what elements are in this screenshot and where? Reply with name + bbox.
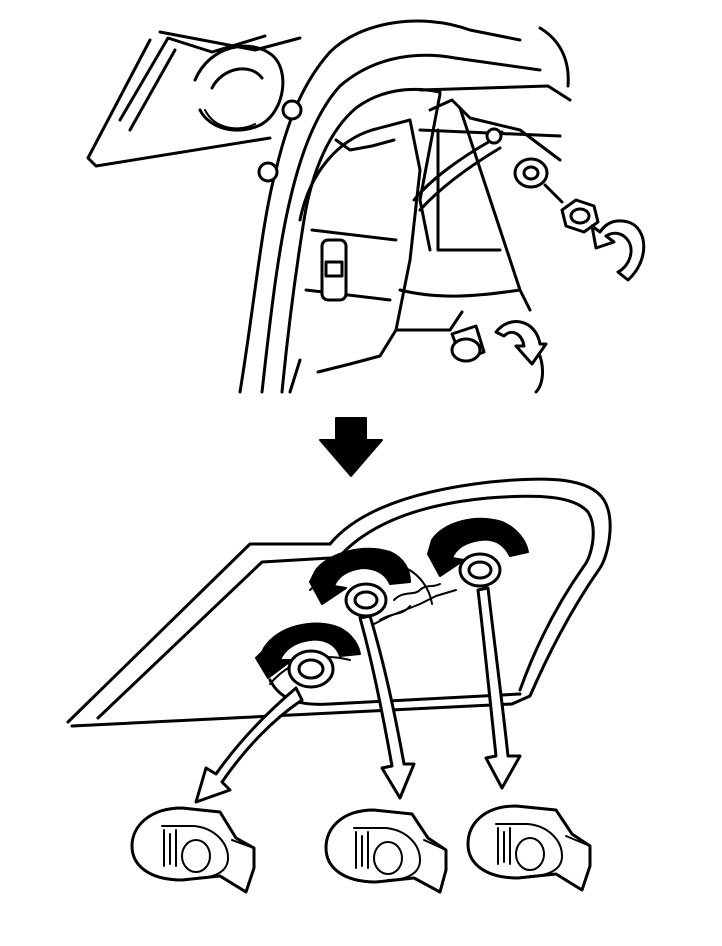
upper-nut-1 <box>513 157 600 234</box>
rotate-arrow-icon <box>427 517 529 577</box>
lower-view-rear-lamp <box>66 477 612 728</box>
rotate-arrow-icon <box>590 219 646 282</box>
bulb-2 <box>324 808 448 894</box>
bulb-socket-2 <box>344 582 388 618</box>
quarter-panel <box>238 19 572 394</box>
upper-nut-2 <box>450 324 486 363</box>
bulb-1 <box>130 806 256 894</box>
removal-arrow-icon <box>476 586 522 790</box>
removal-arrow-icon <box>358 614 416 800</box>
bulb-socket-1 <box>287 649 335 689</box>
down-arrow-icon <box>319 417 383 477</box>
upper-lamp-housing <box>118 34 285 132</box>
bulb-3 <box>466 804 592 892</box>
removal-arrow-icon <box>194 686 304 804</box>
rotate-arrow-icon <box>309 547 411 605</box>
rotate-arrow-icon <box>255 622 361 679</box>
rotate-arrow-icon <box>494 320 548 366</box>
upper-view-vehicle-interior <box>86 19 646 394</box>
bulb-socket-3 <box>458 552 502 588</box>
